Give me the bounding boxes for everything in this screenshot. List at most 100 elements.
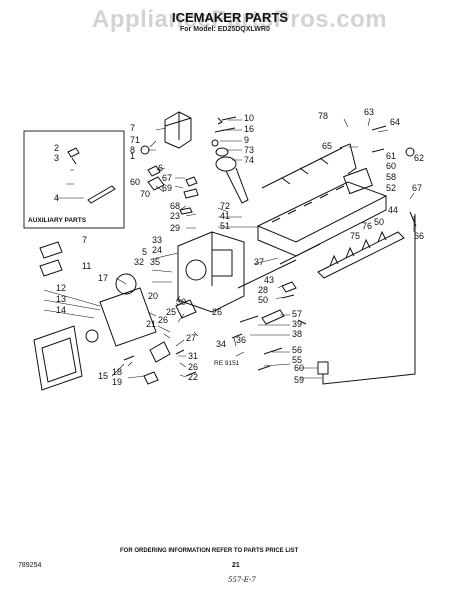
callout-60-top: 60 (386, 161, 397, 171)
callout-21: 21 (146, 319, 157, 329)
callout-65: 65 (322, 141, 333, 151)
callout-16: 16 (244, 124, 255, 134)
callout-63: 63 (364, 107, 375, 117)
callout-27: 27 (186, 333, 197, 343)
aux-switch-7 (39, 241, 63, 259)
callout-3: 3 (54, 153, 60, 163)
small-bracket-70 (147, 176, 165, 191)
revision-mark: RE 9151 (214, 360, 240, 367)
screw-64 (371, 125, 387, 131)
page-title: ICEMAKER PARTS (172, 10, 289, 25)
fastener-22 (185, 371, 197, 377)
leader-lines (43, 117, 415, 379)
callout-36: 36 (236, 335, 247, 345)
doc-number: 789254 (18, 562, 42, 569)
auxiliary-parts-box (23, 130, 125, 229)
fill-tube-65 (339, 143, 357, 175)
nut-62 (405, 147, 415, 157)
lever-68 (179, 207, 193, 215)
control-housing (177, 231, 245, 313)
callout-73: 73 (244, 145, 255, 155)
callout-70: 70 (140, 189, 151, 199)
auxiliary-parts-label: AUXILIARY PARTS (28, 217, 87, 224)
callout-67-right: 67 (412, 183, 423, 193)
callout-30: 30 (176, 297, 187, 307)
callout-8: 8 (130, 145, 136, 155)
callout-12: 12 (56, 283, 67, 293)
mounting-bracket (164, 111, 192, 149)
grommet-73 (215, 147, 229, 157)
ejector-blades (261, 147, 343, 189)
bracket-19 (143, 371, 159, 385)
callout-23: 23 (170, 211, 181, 221)
callout-61: 61 (386, 151, 397, 161)
timing-gear (85, 329, 99, 343)
screw-50 (281, 294, 295, 299)
stripper-44 (317, 231, 405, 279)
handwritten-code: 557-E-7 (228, 576, 256, 584)
screw-10 (217, 116, 237, 125)
screw-38 (239, 315, 259, 323)
callout-14: 14 (56, 305, 67, 315)
aux-switch-11 (39, 259, 63, 277)
callout-58: 58 (386, 172, 397, 182)
callout-19: 19 (112, 377, 123, 387)
motor-shaft-27 (149, 341, 171, 363)
callout-68: 68 (170, 201, 181, 211)
callout-64: 64 (390, 117, 401, 127)
callout-10: 10 (244, 113, 255, 123)
callout-38: 38 (292, 329, 303, 339)
stripper-teeth (329, 230, 387, 267)
callout-57: 57 (292, 309, 303, 319)
screw-34 (231, 333, 243, 339)
housing-gear (185, 259, 207, 281)
wire-55 (257, 365, 271, 371)
callout-32: 32 (134, 257, 145, 267)
callout-6: 6 (158, 163, 164, 173)
fill-cup-74 (215, 156, 237, 172)
callout-25: 25 (166, 307, 177, 317)
callout-78: 78 (318, 111, 329, 121)
callout-60-left: 60 (130, 177, 141, 187)
callout-20: 20 (148, 291, 159, 301)
spring-18 (123, 355, 135, 361)
callout-15: 15 (98, 371, 109, 381)
callout-44: 44 (388, 205, 399, 215)
aux-rod-part (87, 185, 116, 204)
motor-17 (115, 273, 137, 295)
callout-52: 52 (386, 183, 397, 193)
switch-31 (175, 349, 185, 355)
fill-cup-spout (225, 167, 249, 204)
callout-75: 75 (350, 231, 361, 241)
callout-60-bottom: 60 (294, 363, 305, 373)
shutoff-arm (237, 243, 321, 289)
spring-69 (183, 188, 199, 199)
callout-13: 13 (56, 294, 67, 304)
callout-76: 76 (362, 221, 373, 231)
callout-72: 72 (220, 201, 231, 211)
callout-26-lower: 26 (158, 315, 169, 325)
callout-24: 24 (152, 245, 163, 255)
callout-26-bottom: 26 (188, 362, 199, 372)
callout-39: 39 (292, 319, 303, 329)
end-cap-52 (343, 167, 373, 195)
callout-2: 2 (54, 143, 60, 153)
callout-4: 4 (54, 193, 60, 203)
callout-26-mid: 26 (212, 307, 223, 317)
callout-29: 29 (170, 223, 181, 233)
screw-61 (371, 148, 385, 153)
shutoff-arm-pivot (147, 165, 161, 177)
callout-69: 69 (162, 183, 173, 193)
nut-9 (211, 139, 219, 147)
wire-harness-59 (322, 214, 416, 385)
callout-43: 43 (264, 275, 275, 285)
plug-60 (317, 361, 329, 375)
callout-37: 37 (254, 257, 265, 267)
callout-55: 55 (292, 355, 303, 365)
callout-9: 9 (244, 135, 250, 145)
callout-41: 41 (220, 211, 231, 221)
callout-67-left: 67 (162, 173, 173, 183)
callout-35: 35 (150, 257, 161, 267)
mounting-plate (99, 287, 157, 347)
